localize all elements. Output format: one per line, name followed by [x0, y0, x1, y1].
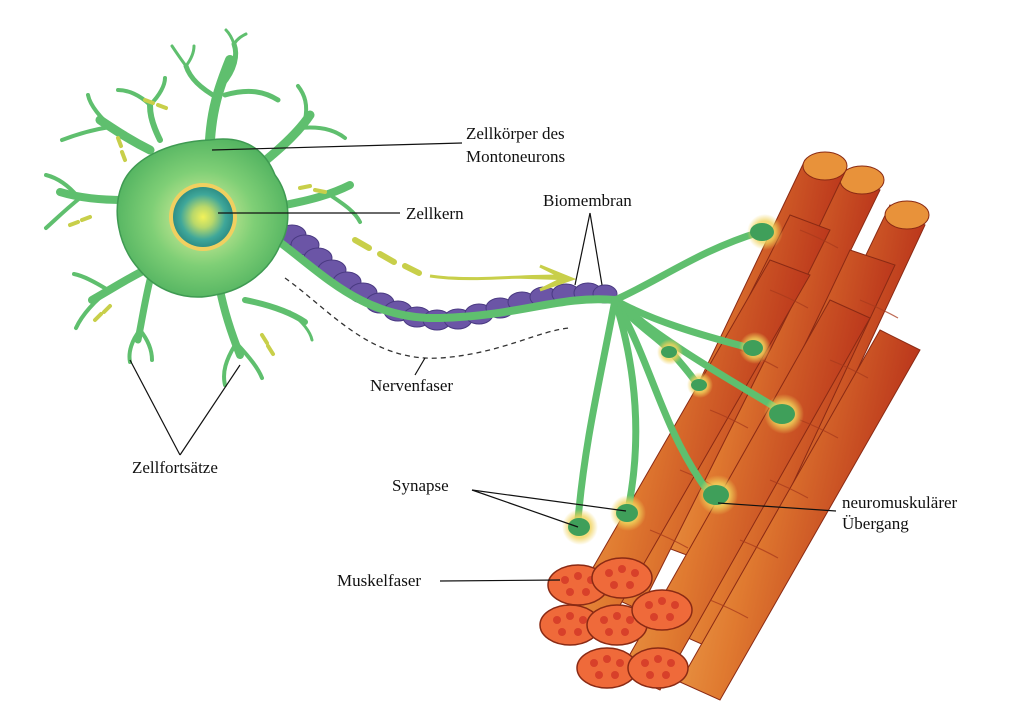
leader-lines [129, 142, 837, 582]
label-biomembrane: Biomembran [543, 191, 632, 210]
axon [266, 231, 619, 323]
label-muscle-fiber: Muskelfaser [337, 571, 421, 590]
muscle-bundle [539, 151, 930, 701]
signal-dashes [68, 98, 327, 356]
muscle-fiber-ends [539, 557, 693, 689]
leader-synapse-2 [471, 489, 627, 512]
label-nerve-fiber: Nervenfaser [370, 376, 453, 395]
leader-processes-1 [129, 359, 181, 456]
label-nmj-line1: neuromuskulärer [842, 493, 958, 512]
dendrites [44, 28, 362, 387]
leader-biomembrane-2 [589, 212, 603, 286]
muscle-end-5 [631, 589, 693, 631]
label-nucleus: Zellkern [406, 204, 464, 223]
label-synapse: Synapse [392, 476, 449, 495]
signal-arrow [352, 237, 577, 292]
neuron-cell [44, 28, 362, 387]
leader-synapse-1 [471, 489, 579, 528]
label-cell-body-line2: Montoneurons [466, 147, 565, 166]
label-cell-processes: Zellfortsätze [132, 458, 218, 477]
muscle-cylinder-front-2 [619, 299, 871, 691]
nerve-fiber [266, 214, 804, 545]
leader-nerve-fiber [414, 357, 426, 376]
leader-nmj [717, 502, 837, 512]
label-cell-body-line1: Zellkörper des [466, 124, 565, 143]
muscle-end-7 [627, 647, 689, 689]
nucleus-inner [173, 187, 233, 247]
nerve-fiber-outline [284, 277, 571, 359]
leader-cell-body [211, 142, 463, 151]
muscle-cylinder-front-3 [679, 329, 921, 701]
synapse-endings [562, 214, 804, 545]
muscle-end-2 [591, 557, 653, 599]
labels: Zellkörper des Montoneurons Zellkern Bio… [132, 124, 958, 590]
label-nmj-line2: Übergang [842, 514, 909, 533]
leader-muscle-fiber [439, 579, 561, 582]
leader-processes-2 [179, 364, 241, 456]
leader-biomembrane-1 [574, 212, 591, 286]
